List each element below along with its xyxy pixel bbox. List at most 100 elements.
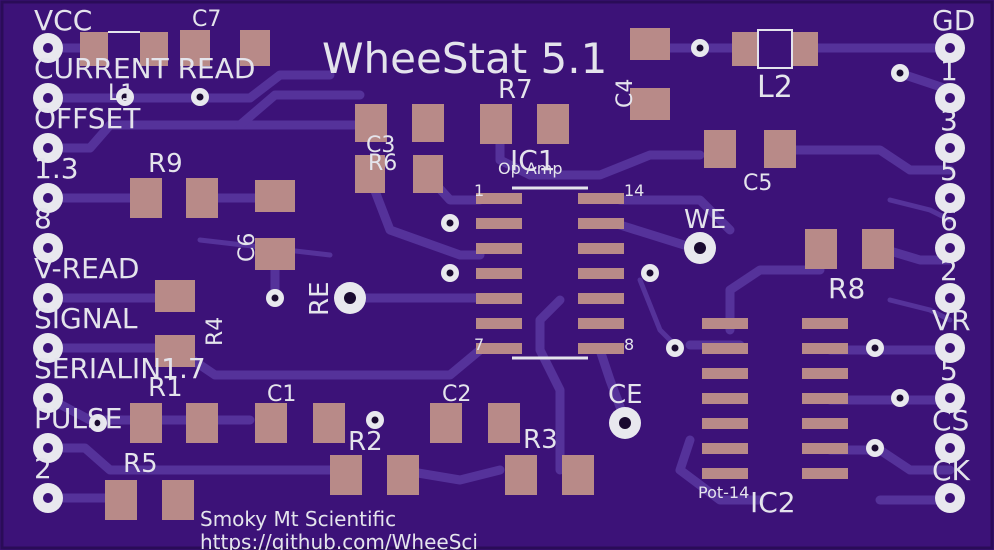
c4-pad [630, 88, 670, 120]
ic1-pin7-label: 7 [474, 335, 484, 354]
label-r5: 2 [940, 254, 958, 287]
via [366, 411, 384, 429]
vias [89, 39, 909, 457]
c2-pad [430, 403, 462, 443]
label-re: RE [305, 282, 335, 317]
label-r3: 5 [940, 154, 958, 187]
label-pulse: PULSE [34, 402, 122, 435]
via [441, 214, 459, 232]
label-vcc: VCC [34, 4, 92, 37]
designator-ic1: IC1 [510, 144, 556, 177]
left-header-pin[interactable] [33, 333, 63, 363]
designator-l2: L2 [757, 70, 793, 105]
r7-pad [480, 104, 512, 144]
c7-pad [240, 30, 270, 66]
left-header-pin[interactable] [33, 283, 63, 313]
l2-pad [792, 32, 818, 66]
via [89, 414, 107, 432]
c6-pad [255, 180, 295, 212]
label-v-read: V-READ [34, 252, 139, 285]
r9-pad [186, 178, 218, 218]
designator-r7: R7 [498, 75, 533, 105]
r3-pad [562, 455, 594, 495]
via [891, 389, 909, 407]
test-point-we[interactable] [684, 232, 716, 264]
right-header-pin[interactable] [935, 33, 965, 63]
left-header-pin[interactable] [33, 383, 63, 413]
right-header-pin[interactable] [935, 333, 965, 363]
label-vr: VR [932, 304, 971, 337]
c2-pad [488, 403, 520, 443]
via [666, 339, 684, 357]
board-title: WheeStat 5.1 [322, 34, 607, 83]
label-1-3: 1.3 [34, 152, 79, 185]
label-offset: OFFSET [34, 102, 141, 135]
ic1-pin14-label: 14 [624, 181, 644, 200]
label-8: 8 [34, 202, 52, 235]
r7-pad [537, 104, 569, 144]
credit-company: Smoky Mt Scientific [200, 507, 396, 531]
l2-pad [732, 32, 758, 66]
right-header-pin[interactable] [935, 483, 965, 513]
label-signal: SIGNAL [34, 302, 138, 335]
r1-pad [186, 403, 218, 443]
label-r4: 6 [940, 204, 958, 237]
r2-pad [330, 455, 362, 495]
designator-c5: C5 [743, 171, 772, 196]
c6-pad [255, 238, 295, 270]
right-header [935, 33, 965, 513]
left-header-pin[interactable] [33, 233, 63, 263]
designator-r3: R3 [523, 425, 558, 455]
label-2: 2 [34, 452, 52, 485]
designator-r1: R1 [148, 373, 183, 403]
r8-pad [805, 229, 837, 269]
test-point-ce[interactable] [609, 407, 641, 439]
ic1-pin1-label: 1 [474, 181, 484, 200]
right-header-pin[interactable] [935, 233, 965, 263]
label-we: WE [684, 205, 726, 235]
left-header-pin[interactable] [33, 133, 63, 163]
right-header-pin[interactable] [935, 283, 965, 313]
right-header-pin[interactable] [935, 183, 965, 213]
c3-pad [355, 104, 387, 142]
r3-pad [505, 455, 537, 495]
right-header-pin[interactable] [935, 433, 965, 463]
label-cs: CS [932, 404, 969, 437]
right-header-pin[interactable] [935, 383, 965, 413]
designator-r4: R4 [203, 317, 228, 346]
r8-pad [862, 229, 894, 269]
left-header-pin[interactable] [33, 483, 63, 513]
ic1-description: Op Amp [498, 159, 563, 178]
r6-pad [355, 155, 385, 193]
right-header-pin[interactable] [935, 133, 965, 163]
label-current-read: CURRENT READ [34, 52, 255, 85]
r9-pad [130, 178, 162, 218]
test-point-re[interactable] [334, 282, 366, 314]
designator-c1: C1 [267, 382, 296, 407]
designator-r9: R9 [148, 149, 183, 179]
component-designators: C7 L1 R7 C4 L2 C3 R6 IC1 Op Amp 1 14 7 8… [108, 7, 865, 519]
left-header-pin[interactable] [33, 433, 63, 463]
left-header-pin[interactable] [33, 183, 63, 213]
r6-pad [413, 155, 443, 193]
designator-c7: C7 [192, 7, 221, 32]
designator-c6: C6 [235, 233, 260, 262]
via [866, 339, 884, 357]
designator-c4: C4 [613, 79, 638, 108]
left-header-pin[interactable] [33, 33, 63, 63]
credit-url: https://github.com/WheeSci [200, 530, 478, 550]
c4-pad [630, 28, 670, 60]
label-r1: 1 [940, 54, 958, 87]
r4-pad [155, 280, 195, 312]
designator-c2: C2 [442, 382, 471, 407]
left-header-pin[interactable] [33, 83, 63, 113]
ic2-digital-pot [702, 318, 848, 479]
ic1-pin8-label: 8 [624, 335, 634, 354]
via [441, 264, 459, 282]
c5-pad [764, 130, 796, 168]
right-header-pin[interactable] [935, 83, 965, 113]
left-header [33, 33, 63, 513]
c7-pad [180, 30, 210, 66]
